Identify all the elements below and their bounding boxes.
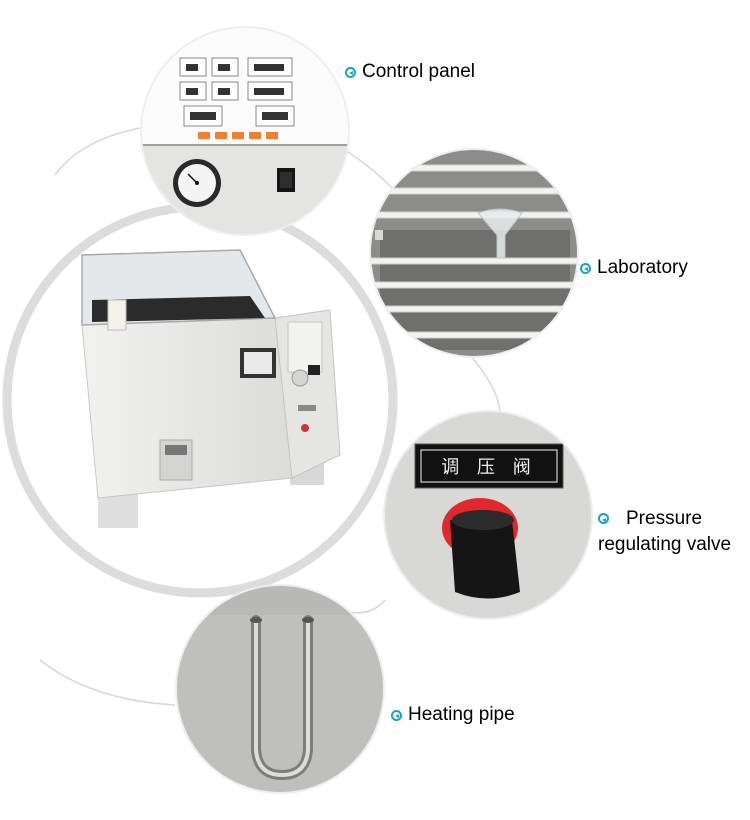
callout-control-panel: Control panel <box>345 61 475 83</box>
callout-pressure-valve: Pressure regulating valve <box>598 506 731 558</box>
salt-spray-machine <box>81 249 341 528</box>
callout-heating-pipe: Heating pipe <box>391 704 515 726</box>
callout-laboratory: Laboratory <box>580 257 688 279</box>
circle-chevron-left-icon <box>391 709 402 721</box>
valve-nameplate: 调 压 阀 <box>441 457 537 478</box>
circle-chevron-left-icon <box>598 513 609 524</box>
callout-text: Pressure regulating valve <box>598 506 731 558</box>
circle-chevron-left-icon <box>345 66 356 78</box>
callout-line-2: regulating valve <box>598 534 732 555</box>
pressure-valve-circle <box>383 410 593 620</box>
laboratory-circle <box>369 148 579 358</box>
callout-text: Laboratory <box>597 257 688 278</box>
callout-text: Heating pipe <box>408 704 515 725</box>
heating-pipe-circle <box>175 584 385 794</box>
callout-text: Control panel <box>362 61 476 82</box>
circle-chevron-left-icon <box>580 262 591 274</box>
callout-line-1: Pressure <box>626 508 703 529</box>
control-panel-circle <box>140 26 350 236</box>
